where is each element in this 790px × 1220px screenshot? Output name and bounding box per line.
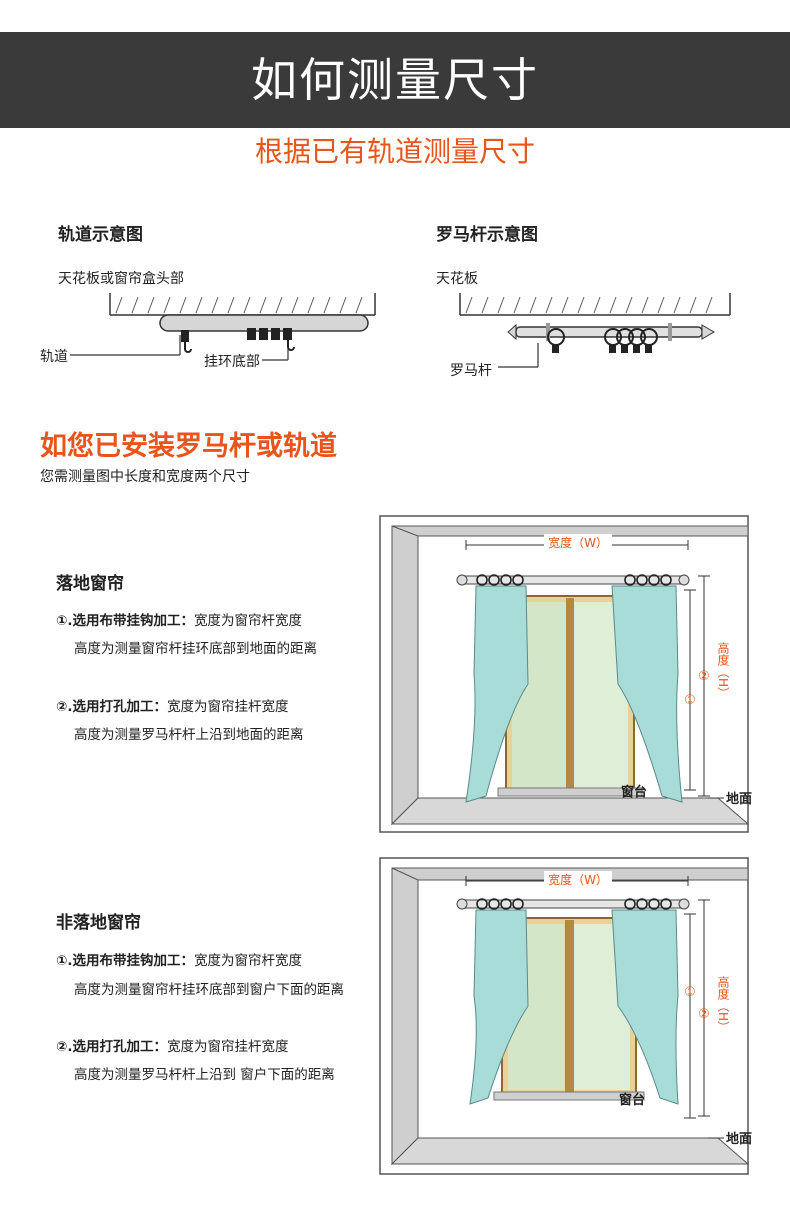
curtain-panels	[469, 909, 679, 1105]
page-title: 如何测量尺寸	[251, 53, 539, 107]
floor-circle-2: ②	[698, 669, 710, 684]
floor-option-2-line1: 宽度为窗帘挂杆宽度	[167, 699, 289, 715]
floor-height-label: 高度（H）	[716, 641, 730, 699]
non-floor-circle-1: ①	[684, 985, 696, 1000]
floor-sill-label: 窗台	[621, 784, 647, 800]
non-floor-curtain-title: 非落地窗帘	[56, 913, 141, 933]
non-floor-ground-label: 地面	[726, 1131, 752, 1147]
floor-curtain-title: 落地窗帘	[56, 574, 124, 594]
non-floor-option-1-lead: ①.选用布带挂钩加工：	[56, 953, 195, 969]
rod-ceiling-label: 天花板	[436, 271, 478, 287]
floor-option-2-line2: 高度为测量罗马杆杆上沿到地面的距离	[74, 727, 304, 743]
non-floor-height-label: 高度（H）	[716, 975, 730, 1033]
curtain-rod	[456, 898, 690, 910]
roman-rod-diagram	[459, 293, 731, 368]
installed-note: 您需测量图中长度和宽度两个尺寸	[40, 469, 250, 485]
floor-option-2: ②.选用打孔加工：宽度为窗帘挂杆宽度	[56, 698, 289, 716]
non-floor-option-2-line2: 高度为测量罗马杆杆上沿到 窗户下面的距离	[74, 1067, 335, 1083]
installed-heading: 如您已安装罗马杆或轨道	[40, 431, 337, 462]
non-floor-option-1: ①.选用布带挂钩加工：宽度为窗帘杆宽度	[56, 952, 302, 970]
floor-width-label: 宽度（W）	[548, 535, 608, 550]
non-floor-option-1-line2: 高度为测量窗帘杆挂环底部到窗户下面的距离	[74, 982, 344, 998]
non-floor-option-2: ②.选用打孔加工：宽度为窗帘挂杆宽度	[56, 1038, 289, 1056]
non-floor-circle-2: ②	[698, 1007, 710, 1022]
floor-option-1-line1: 宽度为窗帘杆宽度	[194, 613, 303, 629]
track-label: 轨道	[40, 349, 68, 365]
page-subtitle: 根据已有轨道测量尺寸	[254, 135, 535, 168]
non-floor-sill-label: 窗台	[619, 1092, 645, 1108]
rod-label: 罗马杆	[450, 363, 492, 379]
rod-diagram-title: 罗马杆示意图	[436, 225, 538, 245]
track-ceiling-label: 天花板或窗帘盒头部	[58, 271, 184, 287]
non-floor-curtain-figure: 宽度（W） 高度（H） ① ② 窗台 地面	[379, 857, 752, 1175]
curtain-panels	[465, 585, 683, 803]
floor-ground-label: 地面	[726, 791, 752, 807]
track-diagram	[70, 293, 376, 361]
floor-option-2-lead: ②.选用打孔加工：	[56, 699, 168, 715]
track-diagram-title: 轨道示意图	[58, 225, 143, 245]
floor-option-1: ①.选用布带挂钩加工：宽度为窗帘杆宽度	[56, 612, 302, 630]
curtain-rod	[456, 574, 690, 586]
non-floor-option-1-line1: 宽度为窗帘杆宽度	[194, 953, 303, 969]
header-banner	[0, 32, 790, 128]
ring-bottom-label: 挂环底部	[204, 354, 260, 370]
floor-option-1-line2: 高度为测量窗帘杆挂环底部到地面的距离	[74, 641, 317, 657]
rod-bar	[507, 323, 715, 341]
track-hooks	[181, 328, 295, 353]
non-floor-option-2-line1: 宽度为窗帘挂杆宽度	[167, 1039, 289, 1055]
non-floor-width-label: 宽度（W）	[548, 872, 608, 887]
ceiling-hatch	[109, 293, 376, 316]
rod-rings	[547, 328, 658, 353]
non-floor-option-2-lead: ②.选用打孔加工：	[56, 1039, 168, 1055]
floor-circle-1: ①	[684, 693, 696, 708]
floor-curtain-figure: 宽度（W） 高度（H） ② ① 窗台 地面	[379, 515, 752, 833]
floor-option-1-lead: ①.选用布带挂钩加工：	[56, 613, 195, 629]
